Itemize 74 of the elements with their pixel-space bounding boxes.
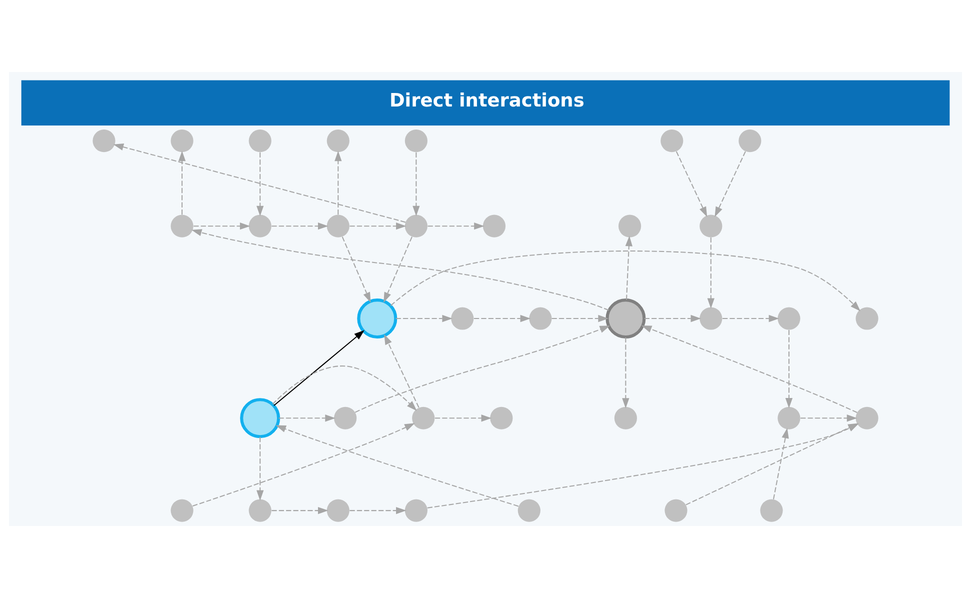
node-circle — [614, 406, 636, 429]
node-circle — [450, 306, 474, 330]
node-circle — [248, 214, 271, 237]
arrow — [390, 250, 860, 311]
arrow — [434, 414, 492, 422]
arrow — [341, 236, 370, 302]
node-circle — [490, 406, 512, 429]
node-circle — [777, 406, 800, 429]
arrow — [473, 314, 530, 322]
arrow — [275, 424, 518, 506]
node-circle — [334, 406, 356, 429]
node-circle — [699, 214, 722, 237]
node-circle — [92, 129, 115, 152]
arrow — [256, 436, 264, 500]
node-circle — [738, 129, 761, 152]
node-circle — [777, 306, 800, 330]
node-circle — [760, 498, 782, 522]
node-circle — [404, 498, 427, 522]
arrow — [675, 150, 707, 217]
arrow — [383, 236, 412, 302]
arrow — [349, 222, 406, 230]
node-circle — [618, 214, 641, 237]
arrow — [354, 325, 610, 412]
node-circle — [326, 129, 349, 152]
arrow — [427, 222, 484, 230]
node-circle — [699, 306, 722, 330]
node-circle — [170, 214, 193, 237]
arrow — [784, 329, 792, 408]
node-circle — [517, 498, 540, 522]
arrow — [278, 414, 335, 422]
node-circle — [660, 129, 683, 152]
node-circle — [326, 498, 349, 522]
node-circle — [855, 306, 878, 330]
node-circle — [170, 498, 193, 522]
arrow — [644, 314, 701, 322]
arrow — [256, 152, 264, 216]
arrow — [624, 235, 632, 300]
arrow — [640, 324, 857, 412]
arrow — [551, 314, 608, 322]
node-circle — [248, 129, 271, 152]
arrow — [714, 150, 746, 217]
arrow — [334, 150, 342, 214]
diagram-title: Direct interactions — [388, 90, 584, 111]
arrow — [271, 506, 328, 514]
node-circle — [240, 398, 280, 438]
arrow — [772, 428, 788, 499]
node-circle — [404, 214, 427, 237]
arrow — [349, 506, 406, 514]
arrow — [706, 236, 714, 308]
node-circle — [528, 306, 552, 330]
arrow — [193, 222, 250, 230]
node-circle — [605, 298, 646, 338]
arrow — [190, 228, 608, 310]
arrow — [178, 150, 186, 214]
node-circle — [404, 129, 427, 152]
arrow — [272, 365, 416, 410]
arrow — [273, 330, 364, 406]
arrow — [722, 314, 779, 322]
node-circle — [248, 498, 271, 522]
node-circle — [855, 406, 878, 429]
node-circle — [412, 406, 434, 429]
node-circle — [170, 129, 193, 152]
arrow — [395, 314, 452, 322]
node-circle — [326, 214, 349, 237]
node-circle — [356, 298, 397, 338]
arrow — [800, 414, 857, 422]
arrow — [112, 143, 406, 222]
node-circle — [482, 214, 506, 237]
arrow — [384, 334, 419, 408]
arrow — [192, 422, 414, 506]
arrow — [271, 222, 328, 230]
arrow — [622, 336, 629, 408]
arrow — [412, 152, 420, 216]
node-circle — [664, 498, 687, 522]
